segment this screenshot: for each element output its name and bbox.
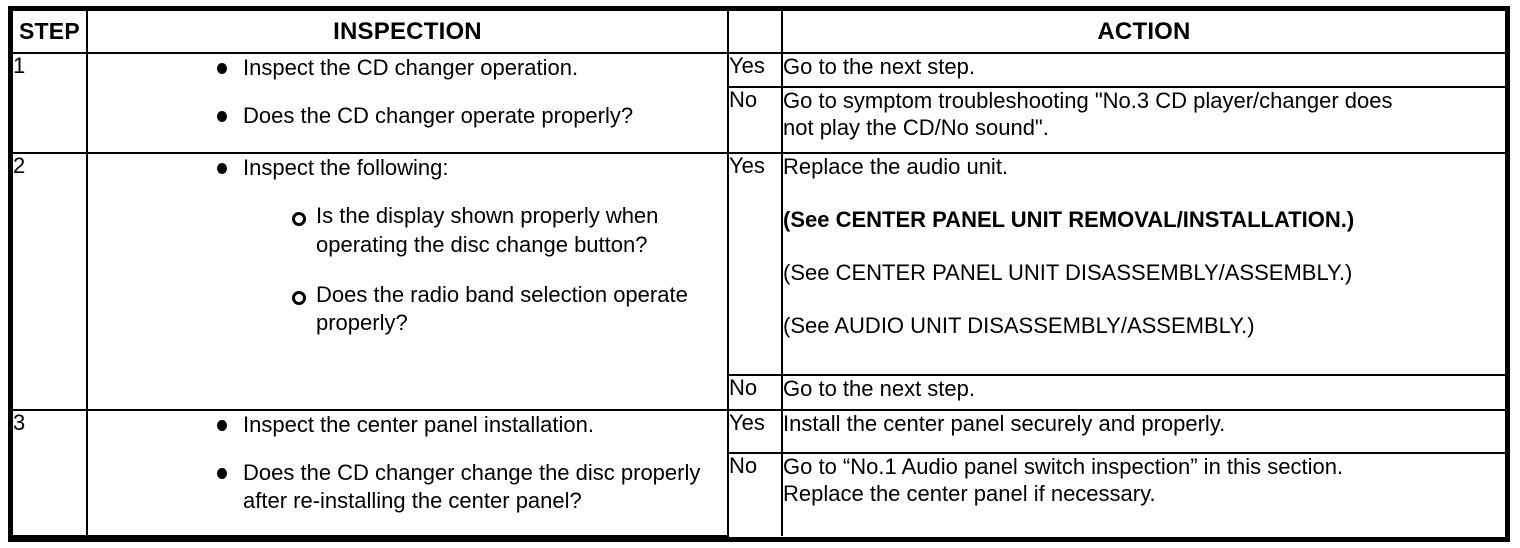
result-label-yes: Yes	[727, 51, 783, 89]
inspection-text: Inspect the following:	[243, 155, 449, 181]
table-row: No Go to the next step.	[13, 374, 1505, 411]
inspection-text: Does the CD changer operate properly?	[243, 103, 634, 129]
action-text: Replace the center panel if necessary.	[783, 481, 1156, 507]
action-text: Go to the next step.	[783, 376, 976, 402]
list-item: Inspect the following: Is the display sh…	[88, 154, 727, 337]
column-header-inspection: INSPECTION	[86, 11, 729, 54]
table-row: 1 Inspect the CD changer operation. Does…	[13, 51, 1505, 155]
inspection-text: Inspect the center panel installation.	[243, 411, 595, 437]
inspection-bullet-list: Inspect the following: Is the display sh…	[88, 154, 727, 337]
list-item: Does the radio band selection operate pr…	[243, 281, 727, 337]
inspection-bullet-list: Inspect the CD changer operation. Does t…	[88, 54, 727, 130]
table-row: No Go to symptom troubleshooting "No.3 C…	[13, 86, 1505, 155]
troubleshooting-table: STEP INSPECTION ACTION 1 Inspect the CD …	[13, 11, 1505, 538]
inspection-subtext-line-2: properly?	[316, 309, 408, 335]
inspection-subtext-line-2: operating the disc change button?	[316, 231, 648, 257]
inspection-subtext-line-1: Is the display shown properly when	[316, 203, 659, 229]
filled-bullet-icon	[217, 63, 227, 74]
list-item: Does the CD changer operate properly?	[88, 102, 727, 130]
step-number-cell: 1	[13, 51, 88, 155]
filled-bullet-icon	[217, 467, 227, 479]
column-header-step: STEP	[13, 11, 88, 54]
action-text: not play the CD/No sound".	[783, 115, 1049, 141]
action-text: Go to “No.1 Audio panel switch inspectio…	[783, 454, 1344, 480]
hollow-bullet-icon	[292, 290, 306, 305]
inspection-text-line-1: Does the CD changer change the disc prop…	[243, 459, 701, 485]
result-label-yes: Yes	[727, 408, 783, 455]
troubleshooting-table-frame: STEP INSPECTION ACTION 1 Inspect the CD …	[8, 6, 1510, 542]
action-reference-text: (See CENTER PANEL UNIT REMOVAL/INSTALLAT…	[783, 207, 1355, 233]
action-cell-step-1-yes: Go to the next step.	[781, 51, 1505, 89]
action-cell-step-1-no: Go to symptom troubleshooting "No.3 CD p…	[781, 86, 1505, 155]
inspection-bullet-list: Inspect the center panel installation. D…	[88, 411, 727, 515]
filled-bullet-icon	[217, 111, 227, 123]
action-cell-step-3-yes: Install the center panel securely and pr…	[781, 408, 1505, 455]
filled-bullet-icon	[217, 419, 227, 431]
inspection-sub-bullet-list: Is the display shown properly when opera…	[243, 202, 727, 337]
list-item: Does the CD changer change the disc prop…	[88, 459, 727, 515]
list-item: Inspect the center panel installation.	[88, 411, 727, 439]
hollow-bullet-icon	[292, 212, 306, 227]
action-text: Go to symptom troubleshooting "No.3 CD p…	[783, 88, 1393, 114]
list-item: Inspect the CD changer operation.	[88, 54, 727, 82]
table-row: No Go to “No.1 Audio panel switch inspec…	[13, 452, 1505, 536]
table-row: 2 Inspect the following: Is the display …	[13, 152, 1505, 411]
result-label-no: No	[728, 452, 783, 536]
inspection-subtext-line-1: Does the radio band selection operate	[316, 281, 688, 307]
result-label-no: No	[728, 86, 783, 155]
result-label-no: No	[728, 374, 783, 411]
inspection-cell-step-2: Inspect the following: Is the display sh…	[86, 152, 729, 411]
inspection-text-line-2: after re-installing the center panel?	[243, 487, 582, 513]
inspection-text: Inspect the CD changer operation.	[243, 55, 579, 80]
inspection-cell-step-3: Inspect the center panel installation. D…	[86, 408, 729, 538]
column-header-action: ACTION	[781, 11, 1505, 54]
table-header-row: STEP INSPECTION ACTION	[13, 11, 1505, 54]
action-reference-text: (See CENTER PANEL UNIT DISASSEMBLY/ASSEM…	[783, 259, 1353, 285]
list-item: Is the display shown properly when opera…	[243, 202, 727, 258]
action-text: Go to the next step.	[783, 54, 976, 79]
action-cell-step-2-yes: Replace the audio unit. (See CENTER PANE…	[781, 152, 1505, 377]
action-reference-text: (See AUDIO UNIT DISASSEMBLY/ASSEMBLY.)	[783, 312, 1255, 338]
inspection-cell-step-1: Inspect the CD changer operation. Does t…	[86, 51, 729, 155]
step-number-cell: 3	[13, 408, 88, 538]
action-text: Install the center panel securely and pr…	[783, 410, 1226, 436]
filled-bullet-icon	[217, 163, 227, 175]
action-cell-step-2-no: Go to the next step.	[781, 374, 1505, 411]
action-cell-step-3-no: Go to “No.1 Audio panel switch inspectio…	[781, 452, 1505, 536]
table-row: 3 Inspect the center panel installation.…	[13, 408, 1505, 538]
result-label-yes: Yes	[727, 152, 783, 377]
step-number-cell: 2	[13, 152, 88, 411]
action-text: Replace the audio unit.	[783, 154, 1009, 180]
column-header-result-spacer	[728, 11, 783, 54]
